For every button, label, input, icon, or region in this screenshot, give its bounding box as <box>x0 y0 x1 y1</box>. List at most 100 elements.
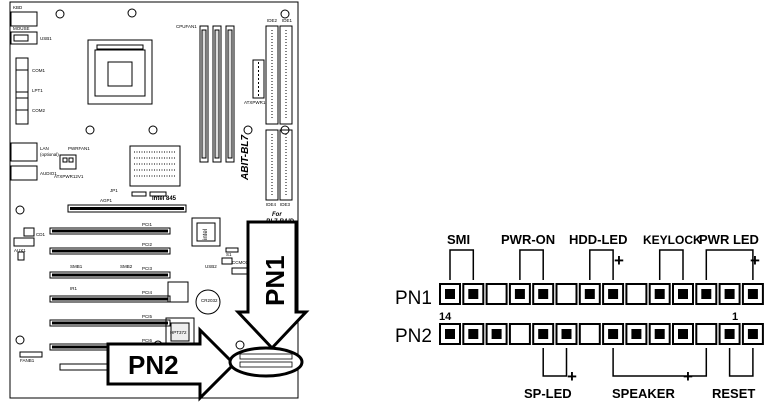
ide3-label: IDE3 <box>280 202 291 207</box>
top-bracket-2 <box>519 249 544 280</box>
reset-label: RESET <box>712 386 755 401</box>
pin-number-left: 14 <box>439 311 452 323</box>
cd1-header <box>23 227 35 237</box>
row2-pin-10-fill <box>654 329 665 339</box>
row1-pin-3 <box>485 283 508 305</box>
row2-pin-4 <box>508 323 531 345</box>
pin-number-right: 1 <box>732 311 738 323</box>
row2-pin-6-fill <box>561 329 572 339</box>
row1-pin-2-fill <box>468 289 479 299</box>
usb2-label: USB2 <box>205 264 217 269</box>
chipset-label: Intel 845 <box>152 196 177 202</box>
fan-header <box>19 351 43 358</box>
aux1-label: AUX1 <box>14 248 26 253</box>
ide1-label: IDE1 <box>282 18 293 23</box>
row2-pin-5-fill <box>538 329 549 339</box>
lpt1-label: LPT1 <box>32 88 43 93</box>
smb1-label: SMB1 <box>70 264 83 269</box>
row1-pin-13-fill <box>724 289 735 299</box>
row2-pin-7 <box>578 323 601 345</box>
ir1-label: IR1 <box>70 286 78 291</box>
lan-label: LAN <box>40 146 49 151</box>
pn2-callout-label: PN2 <box>128 350 179 380</box>
hdd-led-plus: + <box>614 251 624 270</box>
top-bracket-1 <box>449 249 475 280</box>
row1-pin-8-fill <box>608 289 619 299</box>
battery <box>195 289 221 315</box>
row1-pin-12-fill <box>701 289 712 299</box>
cpufan1-label: CPUFAN1 <box>176 24 197 29</box>
audio1-port <box>10 165 38 181</box>
agp1-slot <box>67 204 187 213</box>
com2-port <box>15 97 29 125</box>
top-bracket-5 <box>705 249 754 280</box>
smi-label: SMI <box>447 232 470 247</box>
row2-pin-9-fill <box>631 329 642 339</box>
usb1-port <box>10 31 38 45</box>
pwrfan1-label: PWRFAN1 <box>68 146 90 151</box>
atxpwr12v1-connector <box>59 154 77 170</box>
audio1-label: AUDIO1 <box>40 171 57 176</box>
southbridge-chip <box>191 217 221 247</box>
kbd-label: KBD <box>13 5 23 10</box>
speaker-plus: + <box>683 367 693 386</box>
speaker-label: SPEAKER <box>612 386 675 401</box>
bottom-bracket-2 <box>612 348 708 377</box>
pci4-label: PCI4 <box>142 290 153 295</box>
pwr-led-plus: + <box>750 251 760 270</box>
row1-pin-7-fill <box>584 289 595 299</box>
row2-pin-8-fill <box>608 329 619 339</box>
row1-pin-10-fill <box>654 289 665 299</box>
row2-pin-11-fill <box>678 329 688 339</box>
atxpwr1-label: ATXPWR1 <box>244 100 266 105</box>
pci5-label: PCI5 <box>142 314 153 319</box>
raid-note-line1: For <box>272 212 282 218</box>
pwr-led-label: PWR LED <box>699 232 759 247</box>
top-bracket-3 <box>589 249 614 280</box>
northbridge-chip <box>129 145 181 187</box>
row2-pin-14-fill <box>747 329 758 339</box>
row1-pin-11-fill <box>678 289 688 299</box>
row2-pin-13-fill <box>724 329 735 339</box>
row2-pin-1-fill <box>445 329 455 339</box>
connector-brackets <box>449 249 754 377</box>
board-outline <box>9 1 299 399</box>
top-bracket-4 <box>658 249 684 280</box>
ide4-label: IDE4 <box>266 202 277 207</box>
lan-port <box>10 142 38 162</box>
model-label: ABIT-BL7 <box>240 135 251 181</box>
hdd-led-label: HDD-LED <box>569 232 628 247</box>
row1-pin-9 <box>625 283 648 305</box>
ccmos1-label: CCMOS1 <box>232 260 252 265</box>
bottom-bracket-1 <box>542 348 568 377</box>
com1-label: COM1 <box>32 68 45 73</box>
pn1-callout: PN1 <box>234 220 310 351</box>
pn1-arrow <box>234 220 310 351</box>
row2-pin-2-fill <box>468 329 479 339</box>
pn2-callout: PN2 <box>106 326 237 402</box>
mouse-label: MOUSE <box>13 26 30 31</box>
row1-pin-5-fill <box>538 289 549 299</box>
pn2-arrow <box>106 326 237 402</box>
jp1-label: JP1 <box>110 188 118 193</box>
aux1-header <box>13 237 35 247</box>
pci1-label: PCI1 <box>142 222 153 227</box>
pci6-label: PCI6 <box>142 338 153 343</box>
ide-connectors <box>265 25 293 201</box>
agp1-label: AGP1 <box>100 198 113 203</box>
row1-pin-1-fill <box>445 289 455 299</box>
motherboard <box>9 1 299 399</box>
row2-pin-12 <box>695 323 718 345</box>
lan-optional-label: (optional) <box>40 152 59 157</box>
pn1-row-label: PN1 <box>395 288 432 309</box>
com2-label: COM2 <box>32 108 45 113</box>
kbd-mouse-port <box>10 11 38 27</box>
board-labels: KBD MOUSE USB1 COM1 LPT1 COM2 LAN (optio… <box>13 5 295 363</box>
bottom-bracket-3 <box>728 348 754 377</box>
bios-chip <box>167 281 189 303</box>
dimm-slots <box>199 25 235 163</box>
battery-label: CR2032 <box>201 298 218 303</box>
pci3-label: PCI3 <box>142 266 153 271</box>
pci2-label: PCI2 <box>142 242 153 247</box>
